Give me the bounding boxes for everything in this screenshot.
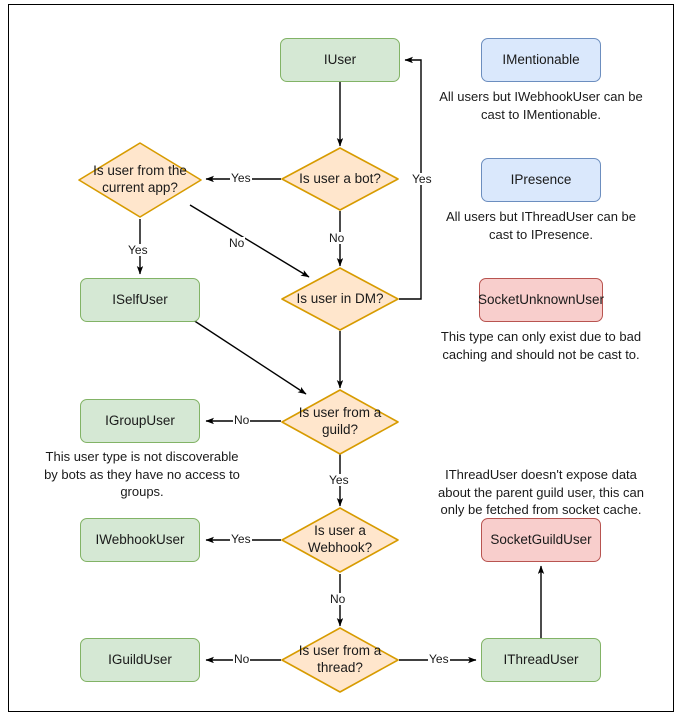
node-igroupuser-label: IGroupUser <box>105 412 175 428</box>
node-ithreaduser-label: IThreadUser <box>503 651 579 667</box>
edge-label-isbot-no: No <box>328 231 346 245</box>
node-iwebhookuser[interactable]: IWebhookUser <box>80 518 200 562</box>
node-imentionable-label: IMentionable <box>502 51 580 67</box>
note-socketunknownuser: This type can only exist due to bad cach… <box>440 329 642 362</box>
diamond-shape-icon <box>281 267 399 331</box>
node-is-user-from-thread[interactable]: Is user from a thread? <box>281 627 399 693</box>
node-is-user-from-guild[interactable]: Is user from a guild? <box>281 389 399 455</box>
node-is-user-from-thread-label: Is user from a thread? <box>298 643 382 675</box>
note-ipresence: All users but IThreadUser can be cast to… <box>445 209 637 242</box>
node-socketunknownuser-label: SocketUnknownUser <box>477 291 605 307</box>
node-iuser-label: IUser <box>323 51 357 67</box>
diamond-shape-icon <box>281 507 399 573</box>
node-iguilduser-label: IGuildUser <box>108 651 172 667</box>
node-imentionable[interactable]: IMentionable <box>481 38 601 82</box>
node-is-user-a-bot-label: Is user a bot? <box>299 170 381 186</box>
node-iuser[interactable]: IUser <box>280 38 400 82</box>
node-igroupuser[interactable]: IGroupUser <box>80 399 200 443</box>
diamond-shape-icon <box>281 147 399 211</box>
node-is-user-a-webhook-label: Is user a Webhook? <box>307 523 373 555</box>
node-iguilduser[interactable]: IGuildUser <box>80 638 200 682</box>
node-socketunknownuser[interactable]: SocketUnknownUser <box>477 278 605 322</box>
note-socketguilduser: IThreadUser doesn't expose data about th… <box>438 467 644 518</box>
diamond-shape-icon <box>281 389 399 455</box>
edge-label-currentapp-yes: Yes <box>127 243 149 257</box>
edge-label-isguild-yes: Yes <box>328 473 350 487</box>
node-socketguilduser-label: SocketGuildUser <box>490 531 592 547</box>
edge-label-isthread-yes: Yes <box>428 652 450 666</box>
node-iselfuser[interactable]: ISelfUser <box>80 278 200 322</box>
node-iwebhookuser-label: IWebhookUser <box>95 531 185 547</box>
node-is-user-from-guild-label: Is user from a guild? <box>298 405 382 437</box>
node-is-user-in-dm-label: Is user in DM? <box>296 290 384 306</box>
edge-label-isdm-yes: Yes <box>411 172 433 186</box>
diamond-shape-icon <box>281 627 399 693</box>
edge-label-isbot-yes: Yes <box>230 171 252 185</box>
node-is-user-from-current-app-label: Is user from the current app? <box>93 163 187 195</box>
node-is-user-a-bot[interactable]: Is user a bot? <box>281 147 399 211</box>
edge-label-isguild-no: No <box>233 413 251 427</box>
node-is-user-in-dm[interactable]: Is user in DM? <box>281 267 399 331</box>
node-ipresence[interactable]: IPresence <box>481 158 601 202</box>
node-ithreaduser[interactable]: IThreadUser <box>481 638 601 682</box>
node-socketguilduser[interactable]: SocketGuildUser <box>481 518 601 562</box>
node-is-user-from-current-app[interactable]: Is user from the current app? <box>78 142 202 218</box>
edge-label-currentapp-no: No <box>228 236 246 250</box>
diamond-shape-icon <box>78 142 202 218</box>
edge-label-isthread-no: No <box>233 652 251 666</box>
note-igroupuser: This user type is not discoverable by bo… <box>44 449 240 500</box>
node-iselfuser-label: ISelfUser <box>112 291 168 307</box>
node-is-user-a-webhook[interactable]: Is user a Webhook? <box>281 507 399 573</box>
edge-label-iswebhook-yes: Yes <box>230 532 252 546</box>
edge-label-iswebhook-no: No <box>329 592 347 606</box>
node-ipresence-label: IPresence <box>510 171 572 187</box>
note-imentionable: All users but IWebhookUser can be cast t… <box>439 89 643 122</box>
